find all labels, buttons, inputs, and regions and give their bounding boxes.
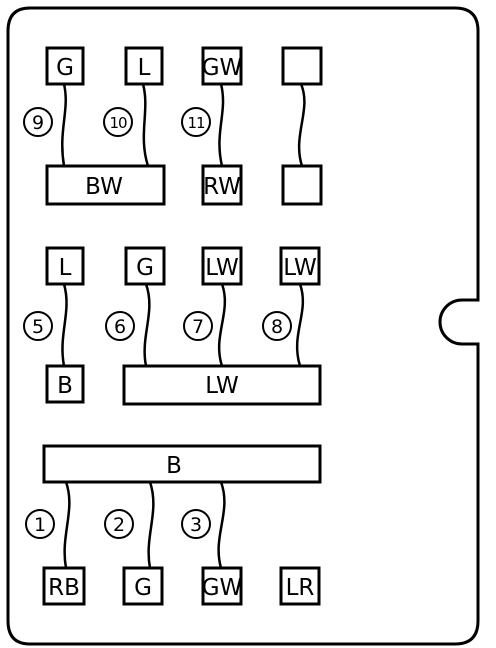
- terminal-rw: [201, 164, 243, 206]
- terminal-bw-bar: [45, 164, 166, 206]
- circuit-2-label: 2: [113, 514, 125, 536]
- terminal-g-top-label: G: [56, 55, 74, 81]
- wire-8: [295, 282, 305, 368]
- circuit-7-marker: [183, 311, 213, 341]
- wire-10: [141, 82, 150, 168]
- terminal-rb: [42, 566, 86, 606]
- circuit-5-marker: [23, 311, 53, 341]
- circuit-9-label: 9: [32, 112, 44, 134]
- wire-7: [217, 282, 227, 368]
- terminal-b-bar: [42, 444, 322, 484]
- circuit-7-label: 7: [192, 316, 204, 338]
- terminal-blank-mid: [281, 164, 323, 206]
- wire-2: [147, 480, 155, 570]
- terminal-bw-bar-label: BW: [85, 174, 123, 200]
- circuit-3-marker: [181, 509, 211, 539]
- wire-3: [217, 480, 226, 570]
- terminal-gw-top: [201, 46, 243, 86]
- wire-11: [218, 82, 225, 168]
- terminal-lr: [279, 566, 321, 606]
- terminal-rb-label: RB: [48, 575, 80, 601]
- terminal-g-top: [45, 46, 85, 86]
- circuit-10-label: 10: [109, 114, 127, 132]
- terminal-lw-mid-2-label: LW: [283, 255, 316, 281]
- circuit-10-marker: [103, 107, 133, 137]
- wire-6: [143, 282, 151, 368]
- circuit-2-marker: [104, 509, 134, 539]
- circuit-1-marker: [25, 509, 55, 539]
- wire-9: [61, 82, 67, 168]
- terminal-lr-label: LR: [286, 575, 315, 601]
- terminal-b-small-label: B: [57, 373, 73, 399]
- housing-outline: [6, 6, 480, 646]
- circuit-1-label: 1: [34, 514, 46, 536]
- terminal-l-mid-label: L: [59, 255, 72, 281]
- wire-blank: [297, 82, 306, 168]
- terminal-l-top: [124, 46, 164, 86]
- terminal-g-bot: [122, 566, 164, 606]
- terminals: G L GW BW RW L G LW LW B LW B RB: [42, 46, 323, 606]
- circuit-9-marker: [23, 107, 53, 137]
- terminal-gw-bot: [201, 566, 243, 606]
- circuit-11-marker: [181, 107, 211, 137]
- terminal-l-mid: [45, 246, 85, 286]
- terminal-lw-mid-1-label: LW: [205, 255, 238, 281]
- terminal-b-bar-label: B: [166, 453, 182, 479]
- terminal-g-mid-label: G: [136, 255, 154, 281]
- wire-1: [63, 480, 71, 570]
- terminal-gw-bot-label: GW: [202, 575, 243, 601]
- terminal-g-bot-label: G: [134, 575, 152, 601]
- terminal-g-mid: [124, 246, 166, 286]
- circuit-5-label: 5: [32, 316, 44, 338]
- terminal-blank-top: [281, 46, 323, 86]
- terminal-b-small: [45, 364, 85, 404]
- terminal-lw-mid-1: [201, 246, 243, 286]
- terminal-rw-label: RW: [203, 174, 241, 200]
- circuit-6-marker: [105, 311, 135, 341]
- terminal-lw-bar-label: LW: [205, 373, 238, 399]
- terminal-gw-top-label: GW: [202, 55, 243, 81]
- circuit-6-label: 6: [114, 316, 126, 338]
- circuit-8-marker: [262, 311, 292, 341]
- circuit-markers: 9 10 11 5 6 7 8 1 2 3: [23, 107, 292, 539]
- terminal-lw-bar: [122, 364, 322, 406]
- wires: [61, 82, 306, 570]
- terminal-lw-mid-2: [279, 246, 321, 286]
- terminal-l-top-label: L: [138, 55, 151, 81]
- circuit-8-label: 8: [271, 316, 283, 338]
- circuit-11-label: 11: [187, 114, 205, 132]
- wire-5: [61, 282, 68, 368]
- circuit-3-label: 3: [190, 514, 202, 536]
